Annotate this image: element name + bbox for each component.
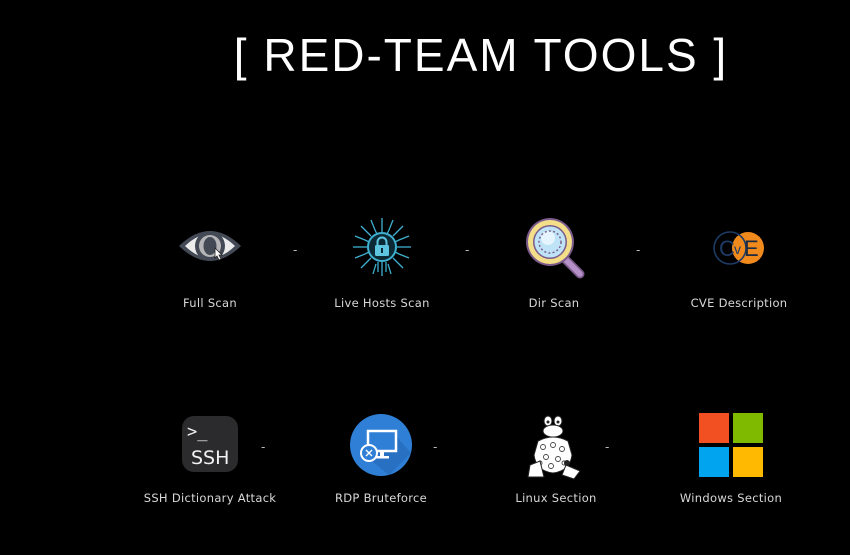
tool-full-scan[interactable]: Full Scan [178, 222, 242, 312]
svg-text:v: v [734, 241, 741, 257]
magnifying-glass-icon [520, 214, 588, 280]
tux-mascot-icon [526, 415, 586, 481]
tool-rdp-bruteforce[interactable]: RDP Bruteforce [335, 413, 427, 507]
page-title: [ RED-TEAM TOOLS ] [233, 29, 729, 81]
separator: - [261, 440, 266, 454]
circuit-lock-icon [349, 214, 415, 280]
remote-desktop-icon [349, 413, 413, 477]
tool-label: Dir Scan [528, 296, 580, 310]
eye-cursor-icon [177, 222, 243, 270]
tool-windows-section[interactable]: Windows Section [680, 412, 782, 507]
tool-label: Full Scan [183, 296, 237, 310]
svg-text:E: E [744, 236, 759, 261]
tool-dir-scan[interactable]: Dir Scan [522, 214, 586, 312]
svg-text:C: C [719, 236, 735, 261]
svg-text:SSH: SSH [191, 447, 229, 469]
tool-linux-section[interactable]: Linux Section [515, 415, 596, 507]
tool-live-hosts-scan[interactable]: Live Hosts Scan [334, 214, 429, 312]
tool-ssh-dictionary-attack[interactable]: >_ SSH SSH Dictionary Attack [144, 415, 276, 507]
ssh-terminal-icon: >_ SSH [181, 415, 239, 473]
separator: - [465, 243, 470, 257]
separator: - [636, 243, 641, 257]
tool-label: CVE Description [690, 296, 788, 310]
separator: - [605, 440, 610, 454]
tool-label: Live Hosts Scan [334, 296, 430, 310]
separator: - [293, 243, 298, 257]
tool-label: Windows Section [679, 491, 783, 505]
windows-logo-icon [698, 412, 764, 478]
tool-label: Linux Section [515, 491, 597, 505]
tool-label: RDP Bruteforce [334, 491, 428, 505]
tool-label: SSH Dictionary Attack [143, 491, 277, 505]
svg-text:>_: >_ [187, 422, 208, 442]
cve-logo-icon: C v E [711, 230, 767, 266]
separator: - [433, 440, 438, 454]
tool-cve-description[interactable]: C v E CVE Description [691, 230, 787, 312]
